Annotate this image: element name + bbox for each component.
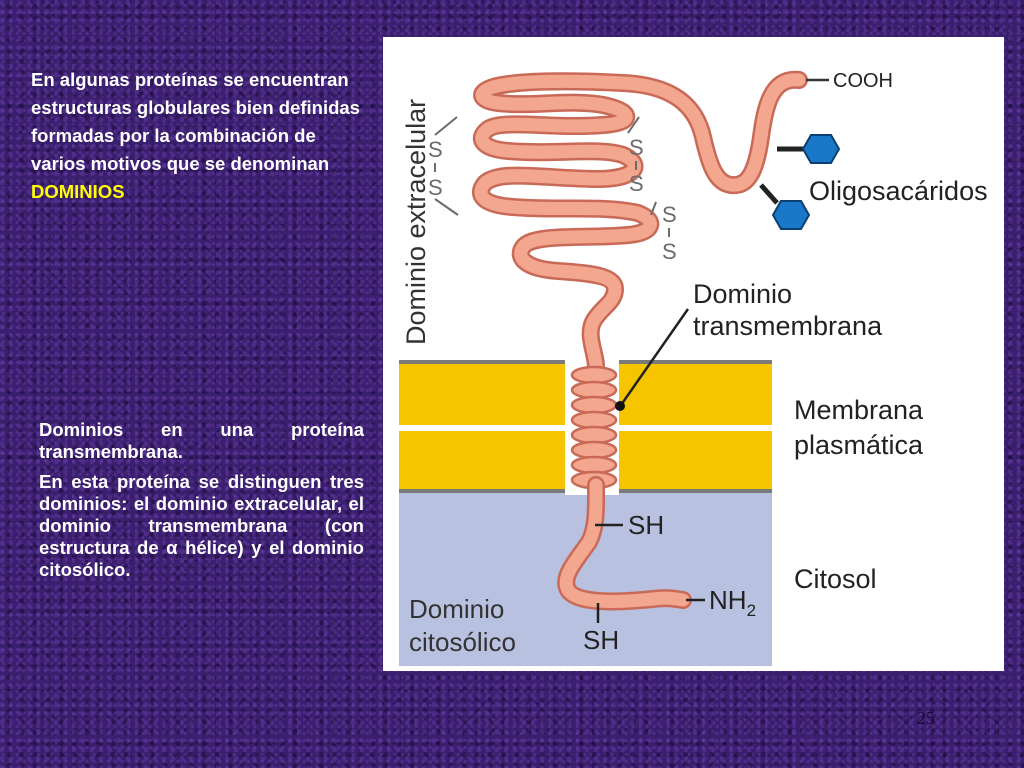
intro-highlight: DOMINIOS [31,181,125,202]
disulfide-bond-3: S S [650,201,677,264]
sulfur-label: S [428,175,443,200]
cytosolic-domain-label-line1: Dominio [409,594,504,624]
caption-block: Dominios en una proteína transmembrana. … [39,419,364,589]
sulfur-label: S [662,239,677,264]
protein-domains-figure: S S S S S S COOH Oligosacáridos [383,37,1004,671]
helix-turn [570,365,618,385]
caption-title: Dominios en una proteína transmembrana. [39,419,364,462]
helix-turn [570,440,618,460]
nh2-label: NH2 [709,585,756,620]
intro-text: En algunas proteínas se encuentran estru… [31,69,360,174]
helix-turn [570,425,618,445]
cytosolic-domain-chain [557,476,692,611]
membrane-label-line1: Membrana [794,395,924,425]
helix-turn [570,410,618,430]
transmembrane-label-line2: transmembrana [693,311,883,341]
membrane-label-line2: plasmática [794,430,924,460]
transmembrane-helix [570,365,618,490]
hexagon-sugar-icon [771,200,811,230]
protein-domains-diagram: S S S S S S COOH Oligosacáridos [399,70,988,666]
sulfur-label: S [662,202,677,227]
cytosol-label: Citosol [794,564,877,594]
oligosaccharide-chains [759,134,841,230]
cytosol-region [399,492,772,666]
extracellular-domain-label: Dominio extracelular [401,99,431,345]
cooh-label: COOH [833,70,893,92]
disulfide-bond-line [434,116,458,136]
sulfur-label: S [629,135,644,160]
nh2-label-subscript: 2 [747,601,756,620]
disulfide-bond-line [434,198,459,216]
oligosaccharides-label: Oligosacáridos [809,176,988,206]
disulfide-bond-2: S S [627,116,644,196]
disulfide-bond-line [627,116,640,134]
nh2-label-main: NH [709,585,747,615]
disulfide-bond-1: S S [428,116,459,216]
transmembrane-label-line1: Dominio [693,279,792,309]
caption-body: En esta proteína se distinguen tres domi… [39,471,364,580]
sugar-link [759,183,779,205]
sh-label: SH [628,510,664,540]
helix-turn [570,395,618,415]
transmembrane-pointer [619,308,690,406]
extracellular-backbone [474,73,806,376]
helix-turn [570,455,618,475]
cytosolic-backbone [559,478,690,608]
sulfur-label: S [629,171,644,196]
intro-paragraph: En algunas proteínas se encuentran estru… [31,66,371,206]
sulfur-label: S [428,137,443,162]
helix-turn [570,380,618,400]
disulfide-bond-line [650,201,657,216]
sh-label: SH [583,625,619,655]
extracellular-domain-chain [472,70,808,378]
slide-number: 25 [917,708,935,728]
hexagon-sugar-icon [801,134,841,164]
cytosolic-domain-label-line2: citosólico [409,627,516,657]
transmembrane-pointer-dot [615,401,625,411]
